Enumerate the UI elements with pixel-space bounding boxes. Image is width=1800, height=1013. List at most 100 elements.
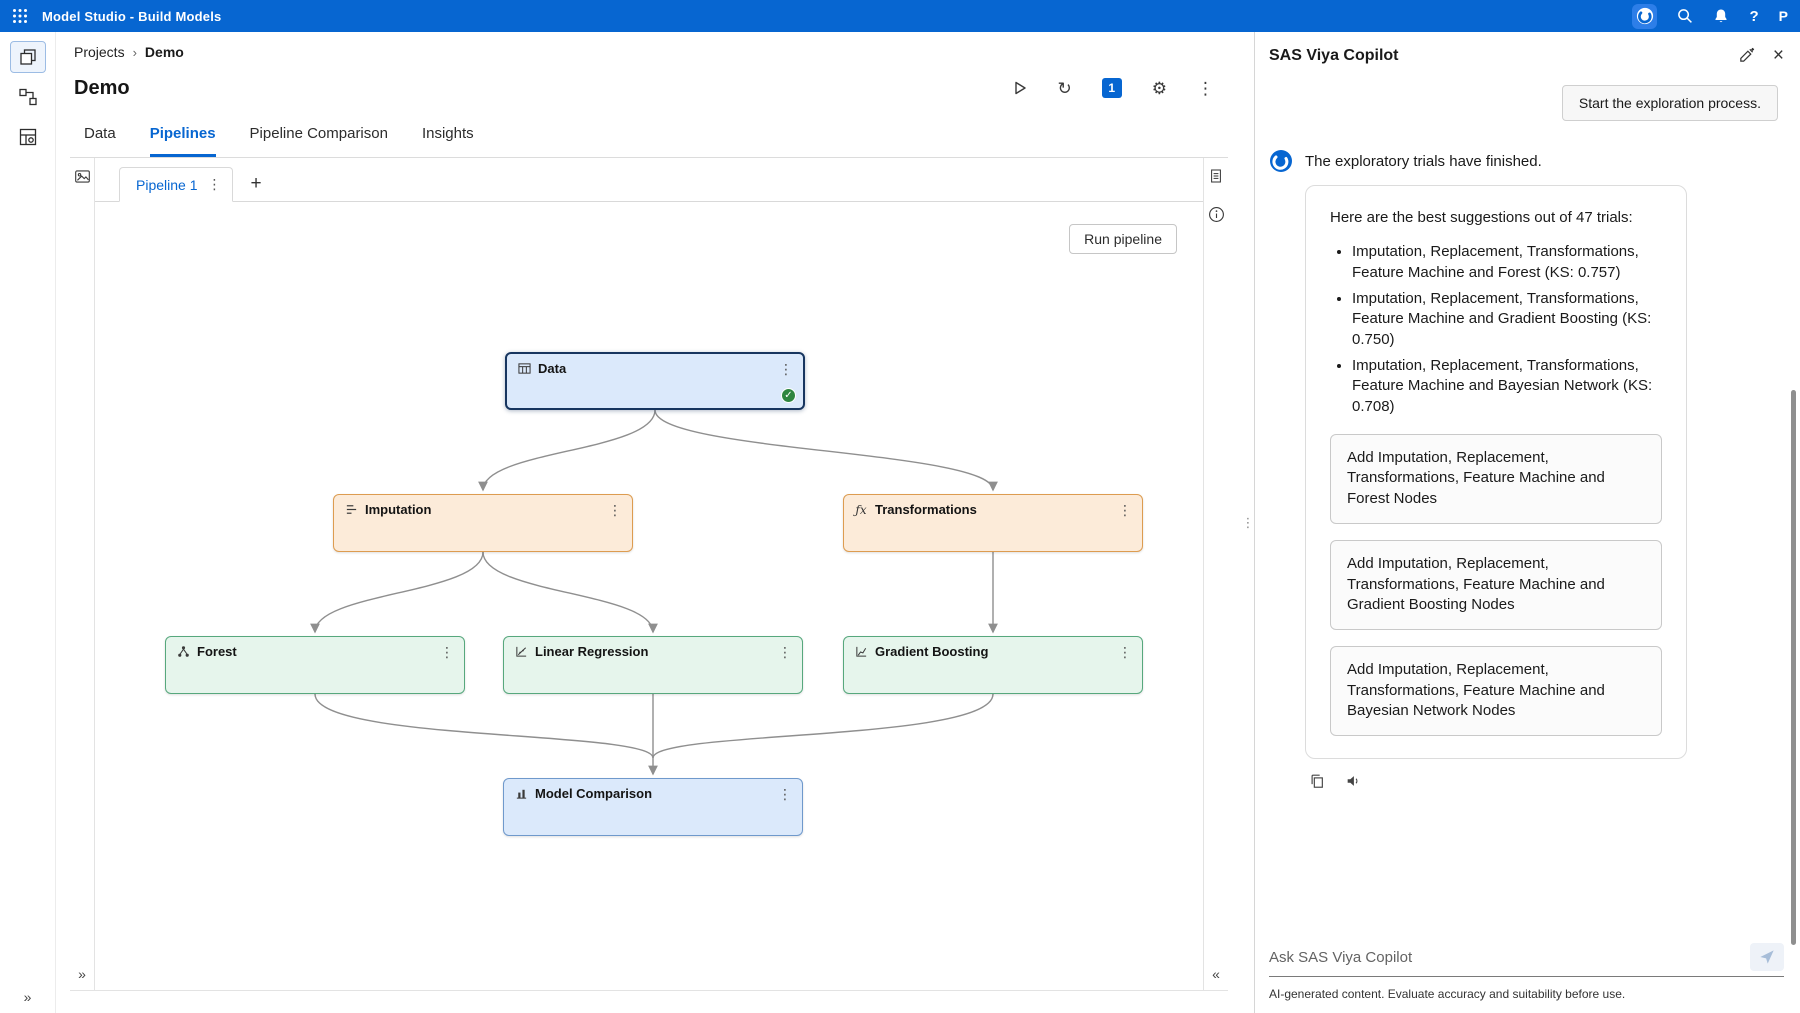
node-label: Linear Regression	[535, 644, 648, 659]
node-header: Gradient Boosting ⋮	[844, 637, 1142, 659]
pipeline-node-linear-regression[interactable]: Linear Regression ⋮	[503, 636, 803, 694]
add-forest-nodes-button[interactable]: Add Imputation, Replacement, Transformat…	[1330, 434, 1662, 524]
node-header: Data ⋮	[507, 354, 803, 376]
copy-icon[interactable]	[1309, 773, 1325, 789]
search-icon[interactable]	[1677, 8, 1693, 24]
pipeline-node-transformations[interactable]: ƒx Transformations ⋮	[843, 494, 1143, 552]
node-menu-button[interactable]: ⋮	[437, 645, 457, 659]
project-tabs: Data Pipelines Pipeline Comparison Insig…	[70, 110, 1228, 158]
pipeline-tab-bar: Pipeline 1 ⋮ +	[95, 158, 1203, 202]
rail-expand-chevron[interactable]: »	[24, 989, 32, 1005]
data-exploration-rail-icon[interactable]	[11, 122, 45, 152]
node-menu-button[interactable]: ⋮	[1115, 503, 1135, 517]
assistant-message-row: The exploratory trials have finished.	[1269, 149, 1780, 173]
sas-viya-logo-icon[interactable]	[1632, 4, 1657, 29]
node-menu-button[interactable]: ⋮	[776, 362, 796, 376]
project-settings-gear-icon[interactable]: ⚙	[1152, 80, 1167, 97]
add-bayesian-network-nodes-button[interactable]: Add Imputation, Replacement, Transformat…	[1330, 646, 1662, 736]
message-actions	[1309, 773, 1780, 789]
node-header: Linear Regression ⋮	[504, 637, 802, 659]
linear-regression-icon	[514, 645, 528, 658]
pipeline-node-data[interactable]: Data ⋮ ✓	[505, 352, 805, 410]
assistant-message: The exploratory trials have finished.	[1305, 153, 1542, 170]
gradient-boosting-icon	[854, 645, 868, 658]
suggestion-item: Imputation, Replacement, Transformations…	[1352, 289, 1662, 351]
notifications-bell-icon[interactable]	[1713, 8, 1729, 24]
suggestion-item: Imputation, Replacement, Transformations…	[1352, 356, 1662, 418]
node-menu-button[interactable]: ⋮	[775, 645, 795, 659]
pipeline-tab-1[interactable]: Pipeline 1 ⋮	[119, 167, 233, 202]
pipeline-thumbnail-icon[interactable]	[74, 168, 91, 185]
right-strip-collapse-chevron[interactable]: «	[1212, 966, 1220, 982]
pipeline-node-model-comparison[interactable]: Model Comparison ⋮	[503, 778, 803, 836]
send-button[interactable]	[1750, 943, 1784, 971]
left-strip-expand-chevron[interactable]: »	[78, 966, 86, 982]
node-label: Imputation	[365, 502, 431, 517]
pipeline-flow-rail-icon[interactable]	[11, 82, 45, 112]
topbar-right: ? P	[1632, 4, 1788, 29]
user-message: Start the exploration process.	[1562, 85, 1778, 121]
drag-handle-dots: ⋮	[1242, 515, 1255, 531]
tab-pipelines[interactable]: Pipelines	[150, 110, 216, 157]
panel-resize-handle[interactable]: ⋮	[1242, 32, 1254, 1013]
tab-data[interactable]: Data	[84, 110, 116, 157]
pipeline-canvas[interactable]: Run pipeline	[95, 202, 1203, 990]
copilot-header: SAS Viya Copilot ×	[1255, 32, 1800, 75]
copilot-avatar-icon	[1269, 149, 1293, 173]
suggestions-heading: Here are the best suggestions out of 47 …	[1330, 208, 1662, 228]
copilot-input-row	[1269, 937, 1784, 977]
suggestions-list: Imputation, Replacement, Transformations…	[1330, 242, 1662, 418]
pipeline-node-imputation[interactable]: Imputation ⋮	[333, 494, 633, 552]
breadcrumb-separator: ›	[133, 45, 137, 60]
project-toolbar: ↻ 1 ⚙ ⋮	[1012, 78, 1225, 98]
node-menu-button[interactable]: ⋮	[605, 503, 625, 517]
pipeline-tab-menu-button[interactable]: ⋮	[208, 176, 222, 193]
add-gradient-boosting-nodes-button[interactable]: Add Imputation, Replacement, Transformat…	[1330, 540, 1662, 630]
node-label: Data	[538, 361, 566, 376]
application-topbar: Model Studio - Build Models ? P	[0, 0, 1800, 32]
tab-insights[interactable]: Insights	[422, 110, 474, 157]
copilot-suggestions-card: Here are the best suggestions out of 47 …	[1305, 185, 1687, 759]
retrain-button[interactable]: ↻	[1058, 80, 1072, 97]
ai-disclaimer: AI-generated content. Evaluate accuracy …	[1255, 977, 1800, 1013]
tab-pipeline-comparison[interactable]: Pipeline Comparison	[250, 110, 388, 157]
model-comparison-icon	[514, 787, 528, 800]
run-project-button[interactable]	[1012, 80, 1028, 96]
build-models-rail-icon[interactable]	[11, 42, 45, 72]
copilot-scrollbar[interactable]	[1791, 390, 1796, 945]
suggestion-item: Imputation, Replacement, Transformations…	[1352, 242, 1662, 283]
copilot-input[interactable]	[1269, 949, 1742, 966]
transformations-fx-icon: ƒx	[854, 503, 868, 517]
pipeline-edges	[95, 202, 1203, 990]
node-report-icon[interactable]	[1208, 168, 1224, 184]
breadcrumb: Projects › Demo	[70, 32, 1228, 64]
app-title: Model Studio - Build Models	[42, 9, 221, 24]
breadcrumb-projects-link[interactable]: Projects	[74, 44, 125, 60]
node-menu-button[interactable]: ⋮	[775, 787, 795, 801]
app-switcher-icon[interactable]	[12, 8, 28, 24]
pipeline-node-forest[interactable]: Forest ⋮	[165, 636, 465, 694]
add-pipeline-button[interactable]: +	[251, 174, 262, 193]
main-content: Projects › Demo Demo ↻ 1 ⚙ ⋮ Data Pipeli…	[56, 32, 1242, 1013]
node-success-badge: ✓	[781, 388, 796, 403]
send-icon	[1759, 949, 1775, 965]
read-aloud-speaker-icon[interactable]	[1345, 773, 1361, 789]
node-label: Transformations	[875, 502, 977, 517]
node-menu-button[interactable]: ⋮	[1115, 645, 1135, 659]
pipeline-right-strip: «	[1203, 158, 1228, 990]
info-icon[interactable]	[1208, 206, 1225, 223]
help-icon[interactable]: ?	[1749, 8, 1758, 25]
project-title-row: Demo ↻ 1 ⚙ ⋮	[70, 64, 1228, 110]
close-icon[interactable]: ×	[1773, 46, 1784, 65]
user-avatar[interactable]: P	[1779, 8, 1788, 24]
topbar-left: Model Studio - Build Models	[12, 8, 221, 24]
copilot-chat-area[interactable]: Start the exploration process. The explo…	[1255, 75, 1800, 937]
imputation-icon	[344, 503, 358, 516]
pipeline-node-gradient-boosting[interactable]: Gradient Boosting ⋮	[843, 636, 1143, 694]
project-more-options-button[interactable]: ⋮	[1197, 80, 1214, 97]
node-header: Model Comparison ⋮	[504, 779, 802, 801]
pipeline-tab-label: Pipeline 1	[136, 177, 198, 193]
new-chat-icon[interactable]	[1738, 47, 1755, 64]
data-table-icon	[517, 362, 531, 375]
notification-count-badge[interactable]: 1	[1102, 78, 1122, 98]
